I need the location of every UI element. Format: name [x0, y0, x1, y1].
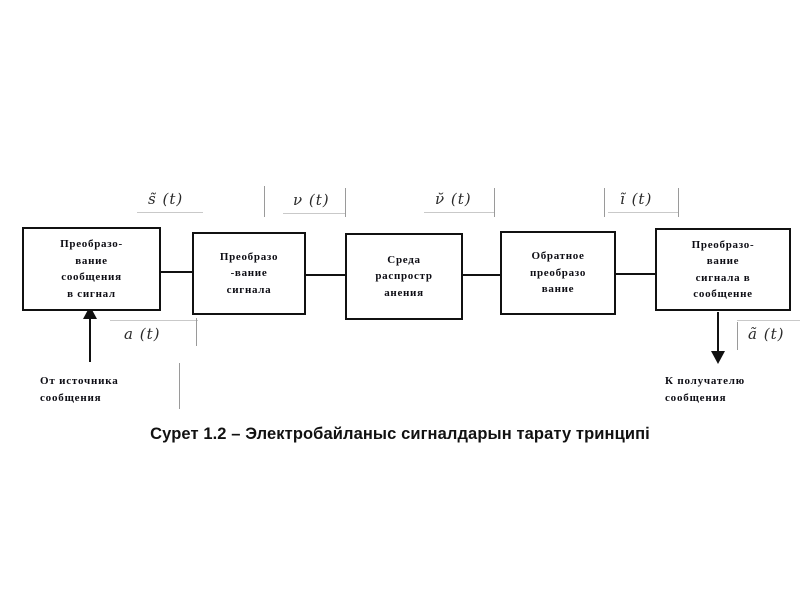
signal-label-nu: ν (t) — [293, 191, 330, 209]
tick-mark — [264, 186, 265, 217]
connector-block1-block2 — [159, 271, 194, 273]
block-signal-converter: Преобразо -вание сигнала — [192, 232, 306, 315]
signal-label-a-input: a (t) — [124, 325, 161, 343]
signal-label-a-tilde-output: ã (t) — [748, 325, 785, 343]
block-signal-to-message-converter: Преобразо- вание сигнала в сообщенне — [655, 228, 791, 311]
label-rule-v — [283, 213, 345, 214]
block-propagation-medium: Среда распростр анения — [345, 233, 463, 320]
block-label: Преобразо -вание сигнала — [219, 250, 279, 296]
block-label: Обратное преобразо вание — [529, 250, 587, 296]
caption-message-source: От источника сообщения — [40, 375, 119, 405]
connector-block4-block5 — [614, 273, 657, 275]
block-label: Среда распростр анения — [375, 253, 433, 299]
block-label: Преобразо- вание сигнала в сообщенне — [691, 238, 755, 301]
block-label: Преобразо- вание сообщения в сигнал — [60, 238, 123, 300]
label-rule-i — [608, 212, 678, 213]
block-inverse-converter: Обратное преобразо вание — [500, 231, 616, 315]
label-rule-a-tilde — [737, 320, 800, 321]
tick-mark — [678, 188, 679, 217]
label-rule-a — [110, 320, 198, 321]
connector-block2-block3 — [304, 274, 347, 276]
tick-mark — [494, 188, 495, 217]
output-arrow-stem — [717, 312, 719, 354]
tick-mark — [737, 322, 738, 350]
tick-mark — [604, 188, 605, 217]
output-arrow-head-icon — [711, 351, 725, 364]
signal-label-nu-breve: ν̆ (t) — [435, 190, 472, 208]
tick-mark — [196, 318, 197, 346]
block-message-to-signal-converter: Преобразо- вание сообщения в сигнал — [22, 227, 161, 311]
signal-label-i-tilde: ĩ (t) — [620, 190, 653, 208]
signal-label-s-tilde: s̃ (t) — [148, 190, 184, 208]
tick-mark — [179, 363, 180, 409]
label-rule-s — [137, 212, 203, 213]
tick-mark — [345, 188, 346, 217]
input-arrow-stem — [89, 316, 91, 362]
caption-message-receiver: К получателю сообщения — [665, 375, 745, 405]
label-rule-v-caron — [424, 212, 494, 213]
figure-caption: Сурет 1.2 – Электробайланыс сигналдарын … — [150, 425, 650, 443]
connector-block3-block4 — [461, 274, 502, 276]
